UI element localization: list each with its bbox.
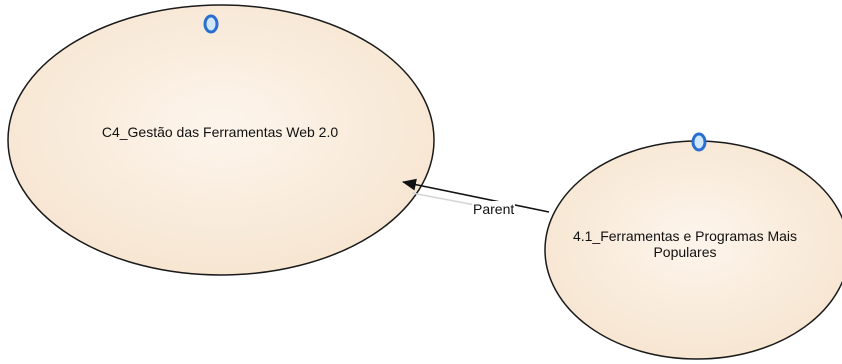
node-c4-marker-icon[interactable]	[203, 14, 219, 34]
edge-parent-line[interactable]	[402, 178, 550, 213]
node-c4-ellipse[interactable]	[7, 4, 435, 276]
node-c4-label: C4_Gestão das Ferramentas Web 2.0	[101, 124, 339, 140]
edge-ghost-line	[411, 192, 476, 206]
node-41-marker-icon[interactable]	[691, 132, 707, 152]
edge-parent-label: Parent	[472, 201, 516, 217]
node-41-label: 4.1_Ferramentas e Programas Mais Popular…	[572, 228, 798, 260]
